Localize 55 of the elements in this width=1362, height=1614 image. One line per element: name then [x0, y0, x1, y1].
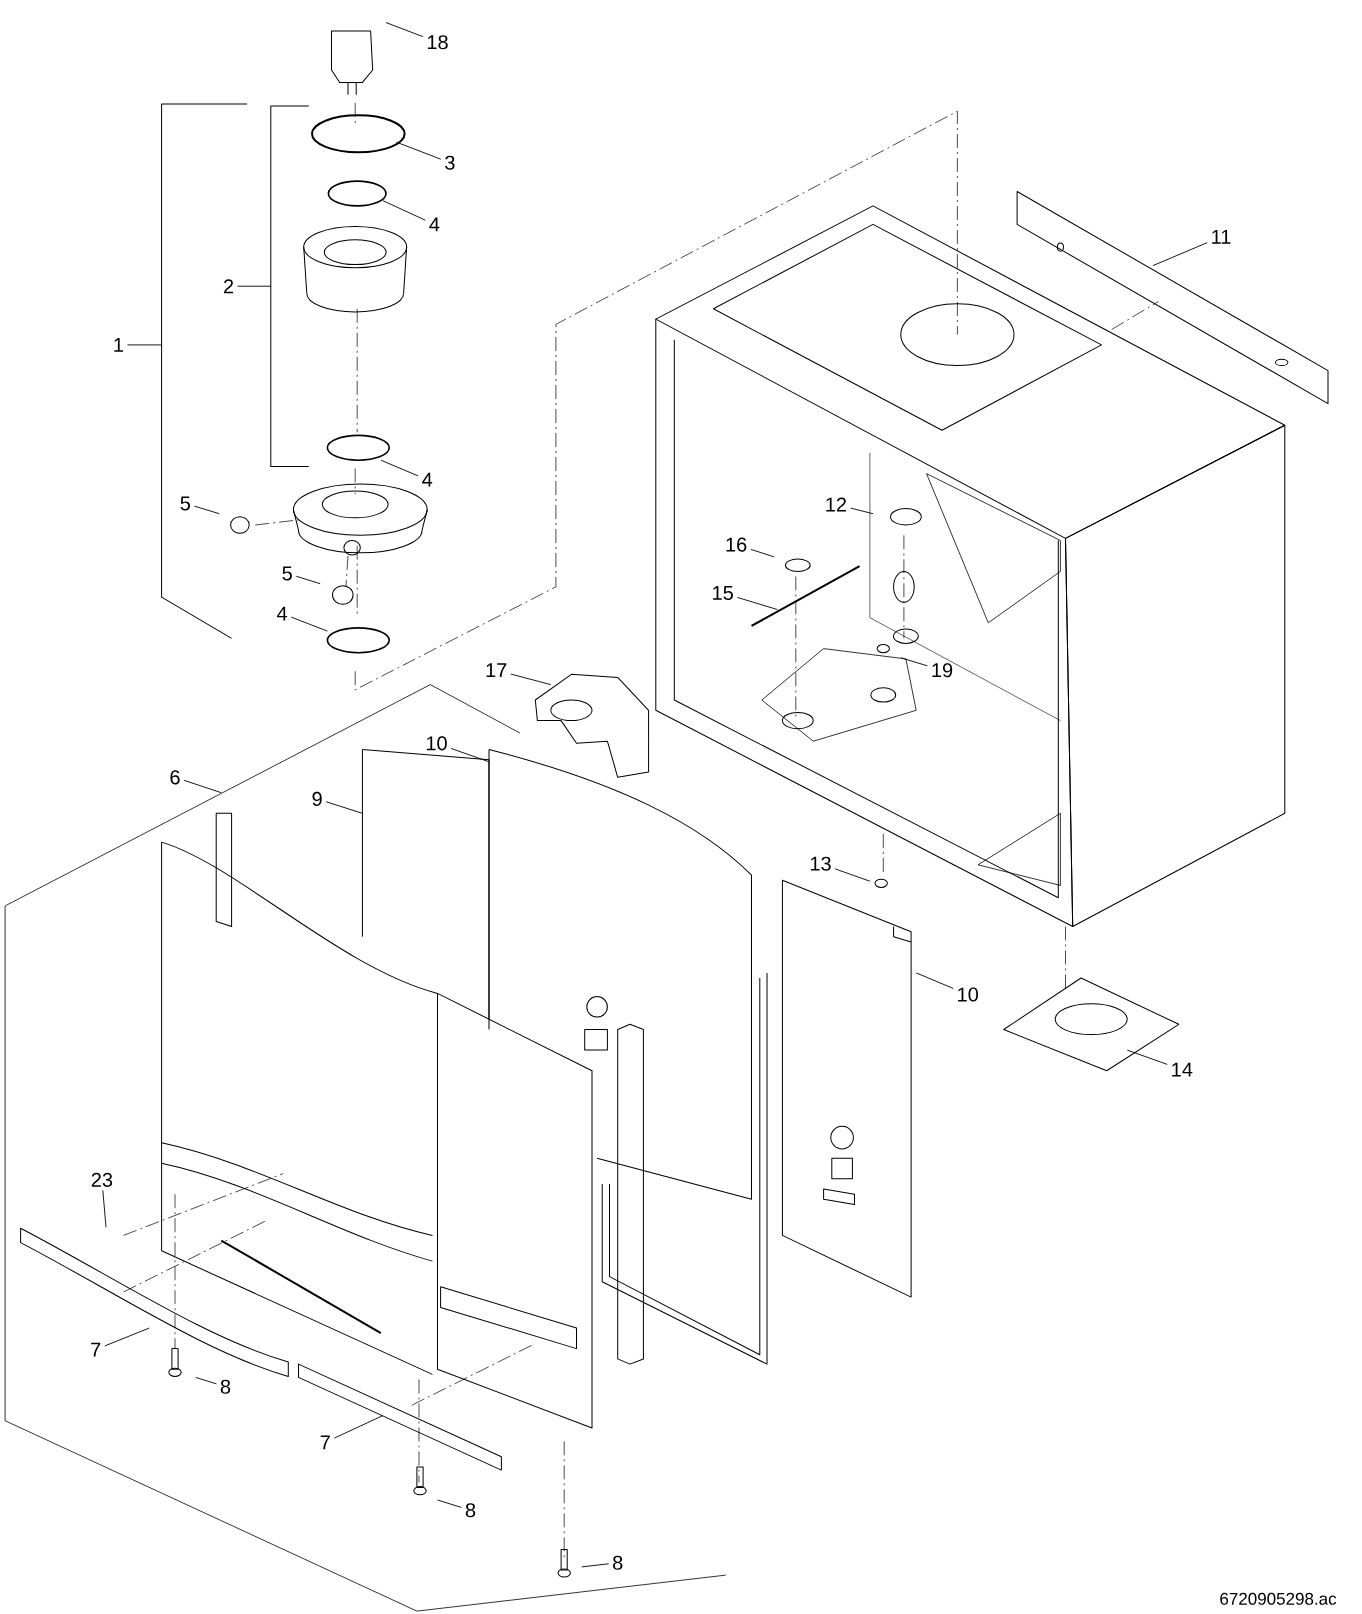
- leader-line: [581, 1563, 610, 1568]
- leader-line: [510, 673, 552, 686]
- leader-line: [127, 344, 163, 346]
- leader-line: [195, 1376, 217, 1385]
- callout-number: 14: [1172, 1062, 1193, 1077]
- callout-number: 12: [826, 497, 846, 512]
- callout-number: 7: [91, 1342, 101, 1357]
- callout-number: 6: [170, 770, 180, 785]
- callout-number: 11: [1212, 229, 1231, 244]
- leader-line: [290, 616, 328, 632]
- leader-line: [395, 141, 442, 160]
- callout-number: 1: [114, 338, 123, 352]
- leader-line: [183, 779, 222, 794]
- leader-line: [102, 1189, 107, 1228]
- callout-number: 2: [223, 279, 234, 294]
- callout-number: 10: [958, 987, 979, 1002]
- callout-number: 15: [713, 586, 733, 600]
- callout-number: 3: [445, 155, 455, 170]
- callout-number: 23: [91, 1172, 113, 1187]
- callout-number: 4: [422, 472, 433, 487]
- callout-number: 18: [427, 35, 448, 50]
- leader-line: [900, 657, 928, 667]
- leader-line: [850, 507, 874, 515]
- leader-line: [450, 748, 490, 763]
- callout-number: 4: [429, 217, 440, 232]
- callout-number: 16: [726, 537, 747, 552]
- callout-number: 17: [486, 663, 507, 678]
- leader-line: [295, 575, 321, 585]
- leader-line: [325, 801, 363, 814]
- callout-number: 9: [312, 791, 322, 806]
- leader-line: [1126, 1049, 1168, 1065]
- drawing-number: 6720905298.ac: [1220, 1592, 1337, 1605]
- leader-line: [104, 1327, 150, 1347]
- leader-line: [736, 596, 778, 610]
- leader-line: [834, 868, 871, 882]
- leader-line: [915, 972, 954, 989]
- leader-line: [333, 1415, 384, 1439]
- leader-line: [237, 285, 272, 287]
- leader-line: [193, 505, 220, 515]
- leader-line: [382, 200, 426, 221]
- callout-number: 5: [282, 566, 292, 581]
- callout-number: 10: [426, 736, 447, 751]
- callout-number: 13: [810, 856, 831, 871]
- leader-line: [380, 459, 419, 477]
- leader-line: [437, 1499, 462, 1508]
- callout-number: 4: [277, 606, 288, 621]
- leader-line: [750, 548, 775, 558]
- callout-number: 8: [465, 1503, 476, 1518]
- callout-number: 7: [320, 1435, 330, 1450]
- callout-number: 19: [932, 663, 953, 678]
- leader-line: [1152, 242, 1208, 267]
- leader-line: [385, 22, 424, 38]
- callout-number: 8: [220, 1379, 231, 1394]
- callout-number: 5: [180, 496, 191, 511]
- callout-number: 8: [613, 1555, 623, 1570]
